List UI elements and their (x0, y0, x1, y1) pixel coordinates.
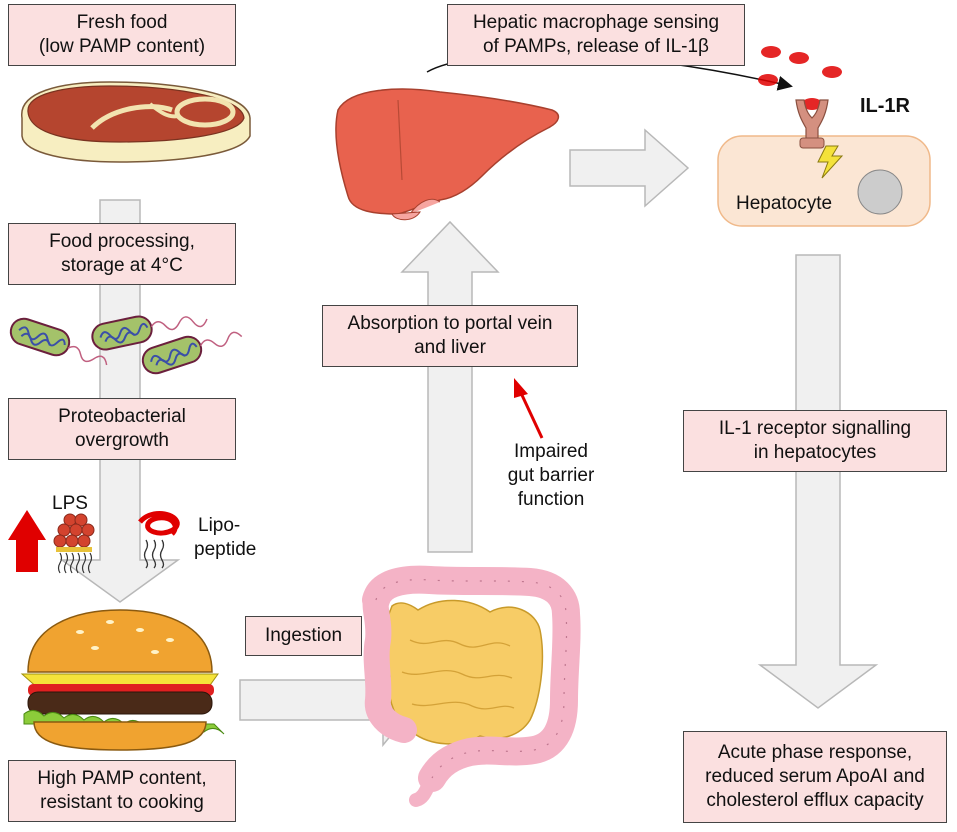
impaired-line-1: Impaired (514, 441, 588, 462)
lipopeptide-line-1: Lipo- (198, 515, 241, 536)
il1r-label: IL-1R (860, 95, 910, 117)
lipopeptide-label: Lipo- peptide (194, 514, 256, 562)
acute-line-1: Acute phase response, (717, 741, 913, 763)
box-food-processing: Food processing, storage at 4°C (8, 223, 236, 285)
box-fresh-food: Fresh food (low PAMP content) (8, 4, 236, 66)
absorption-line-1: Absorption to portal vein (347, 312, 553, 334)
liver-icon (335, 53, 793, 221)
steak-icon (21, 81, 251, 163)
lightning-icon (817, 145, 844, 179)
box-proteobacterial: Proteobacterial overgrowth (8, 398, 236, 460)
hepatocyte-icon (717, 135, 931, 227)
overgrowth-line-1: Proteobacterial (58, 405, 186, 427)
arrow-up-absorption (400, 220, 500, 553)
arrow-right-liver (569, 128, 690, 208)
box-absorption: Absorption to portal vein and liver (322, 305, 578, 367)
lipopeptide-line-2: peptide (194, 538, 257, 560)
red-arrow-barrier (514, 378, 544, 439)
overgrowth-line-2: overgrowth (75, 430, 169, 451)
lps-molecule-icon (53, 513, 95, 574)
il1b-dots (758, 46, 842, 110)
box-ingestion: Ingestion (245, 616, 362, 656)
high-pamp-line-1: High PAMP content, (37, 767, 207, 789)
high-pamp-line-2: resistant to cooking (40, 792, 204, 813)
ingestion-label: Ingestion (264, 624, 343, 646)
hepatic-line-2: of PAMPs, release of IL-1β (482, 36, 709, 57)
box-il1-signalling: IL-1 receptor signalling in hepatocytes (683, 410, 947, 472)
il1-signalling-line-1: IL-1 receptor signalling (718, 417, 912, 439)
fresh-food-line-1: Fresh food (76, 11, 168, 33)
il1r-receptor-icon (795, 99, 829, 149)
impaired-barrier-label: Impaired gut barrier function (488, 440, 614, 511)
arrow-down-right (757, 254, 879, 709)
impaired-line-2: gut barrier (507, 464, 595, 486)
acute-line-3: cholesterol efflux capacity (706, 790, 924, 812)
box-acute-phase: Acute phase response, reduced serum ApoA… (683, 731, 947, 823)
box-high-pamp: High PAMP content, resistant to cooking (8, 760, 236, 822)
fresh-food-line-2: (low PAMP content) (38, 36, 206, 57)
processing-line-1: Food processing, (49, 230, 195, 252)
hepatic-line-1: Hepatic macrophage sensing (472, 11, 720, 33)
impaired-line-3: function (517, 488, 585, 510)
il1-signalling-line-2: in hepatocytes (753, 442, 877, 463)
red-up-arrow (8, 510, 46, 572)
hepatocyte-label: Hepatocyte (736, 193, 833, 214)
bacteria-icon (9, 315, 243, 375)
intestine-icon (362, 565, 581, 807)
burger-icon (20, 609, 225, 751)
box-hepatic-macrophage: Hepatic macrophage sensing of PAMPs, rel… (447, 4, 745, 66)
lps-label: LPS (52, 493, 88, 514)
lipopeptide-molecule-icon (138, 511, 180, 569)
absorption-line-2: and liver (414, 337, 486, 358)
acute-line-2: reduced serum ApoAI and (705, 765, 925, 787)
processing-line-2: storage at 4°C (61, 255, 183, 276)
